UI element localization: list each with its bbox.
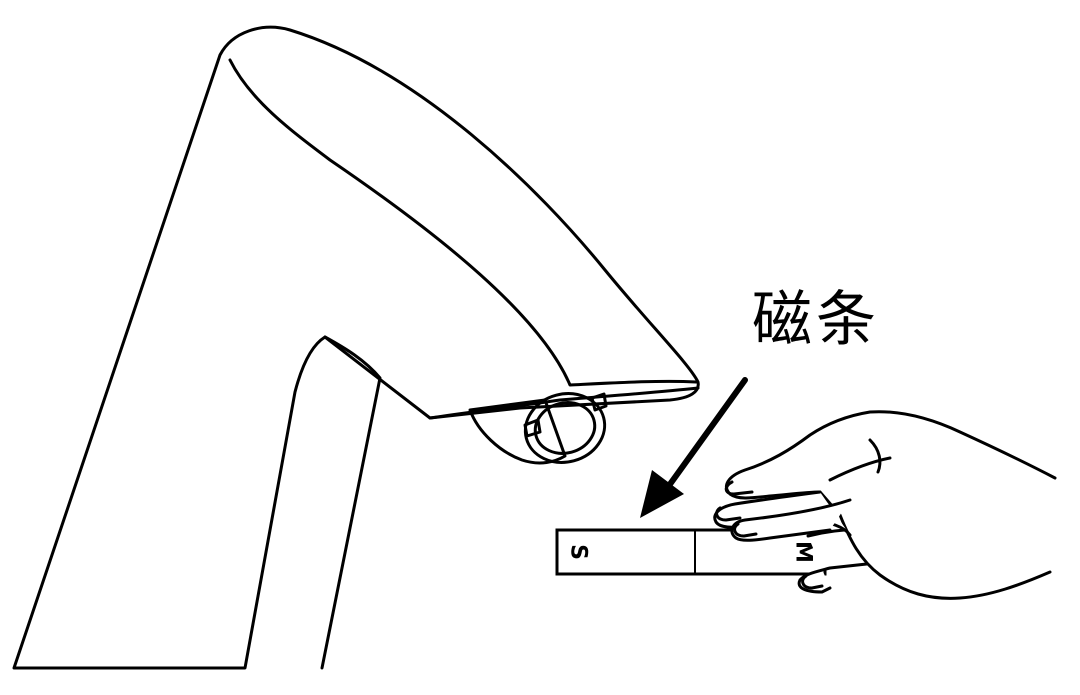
magnetic-strip-label: 磁条 <box>752 285 880 355</box>
callout-arrow <box>640 377 748 518</box>
aerator-tab-right <box>590 392 608 412</box>
faucet-column-inner <box>320 335 382 670</box>
aerator-ring-outer <box>523 392 607 464</box>
aerator-ring-inner <box>533 401 597 455</box>
hand <box>713 410 1057 600</box>
hand-middle-finger <box>730 498 852 542</box>
faucet <box>12 25 700 670</box>
hand-crease-2 <box>868 438 882 474</box>
faucet-spout-underside <box>428 386 700 420</box>
magnetic-strip-right-mark: M <box>791 541 816 563</box>
hand-nail-2 <box>715 506 742 522</box>
magnetic-strip-left-mark: S <box>566 544 591 560</box>
faucet-ridge <box>228 58 698 387</box>
aerator-tab-left <box>523 418 542 438</box>
hand-crease-1 <box>828 456 892 482</box>
aerator-housing <box>468 398 567 465</box>
hand-nail-3 <box>733 522 758 538</box>
hand-nail-4 <box>801 574 824 590</box>
aerator <box>468 392 608 465</box>
hand-nail-1 <box>724 480 754 496</box>
